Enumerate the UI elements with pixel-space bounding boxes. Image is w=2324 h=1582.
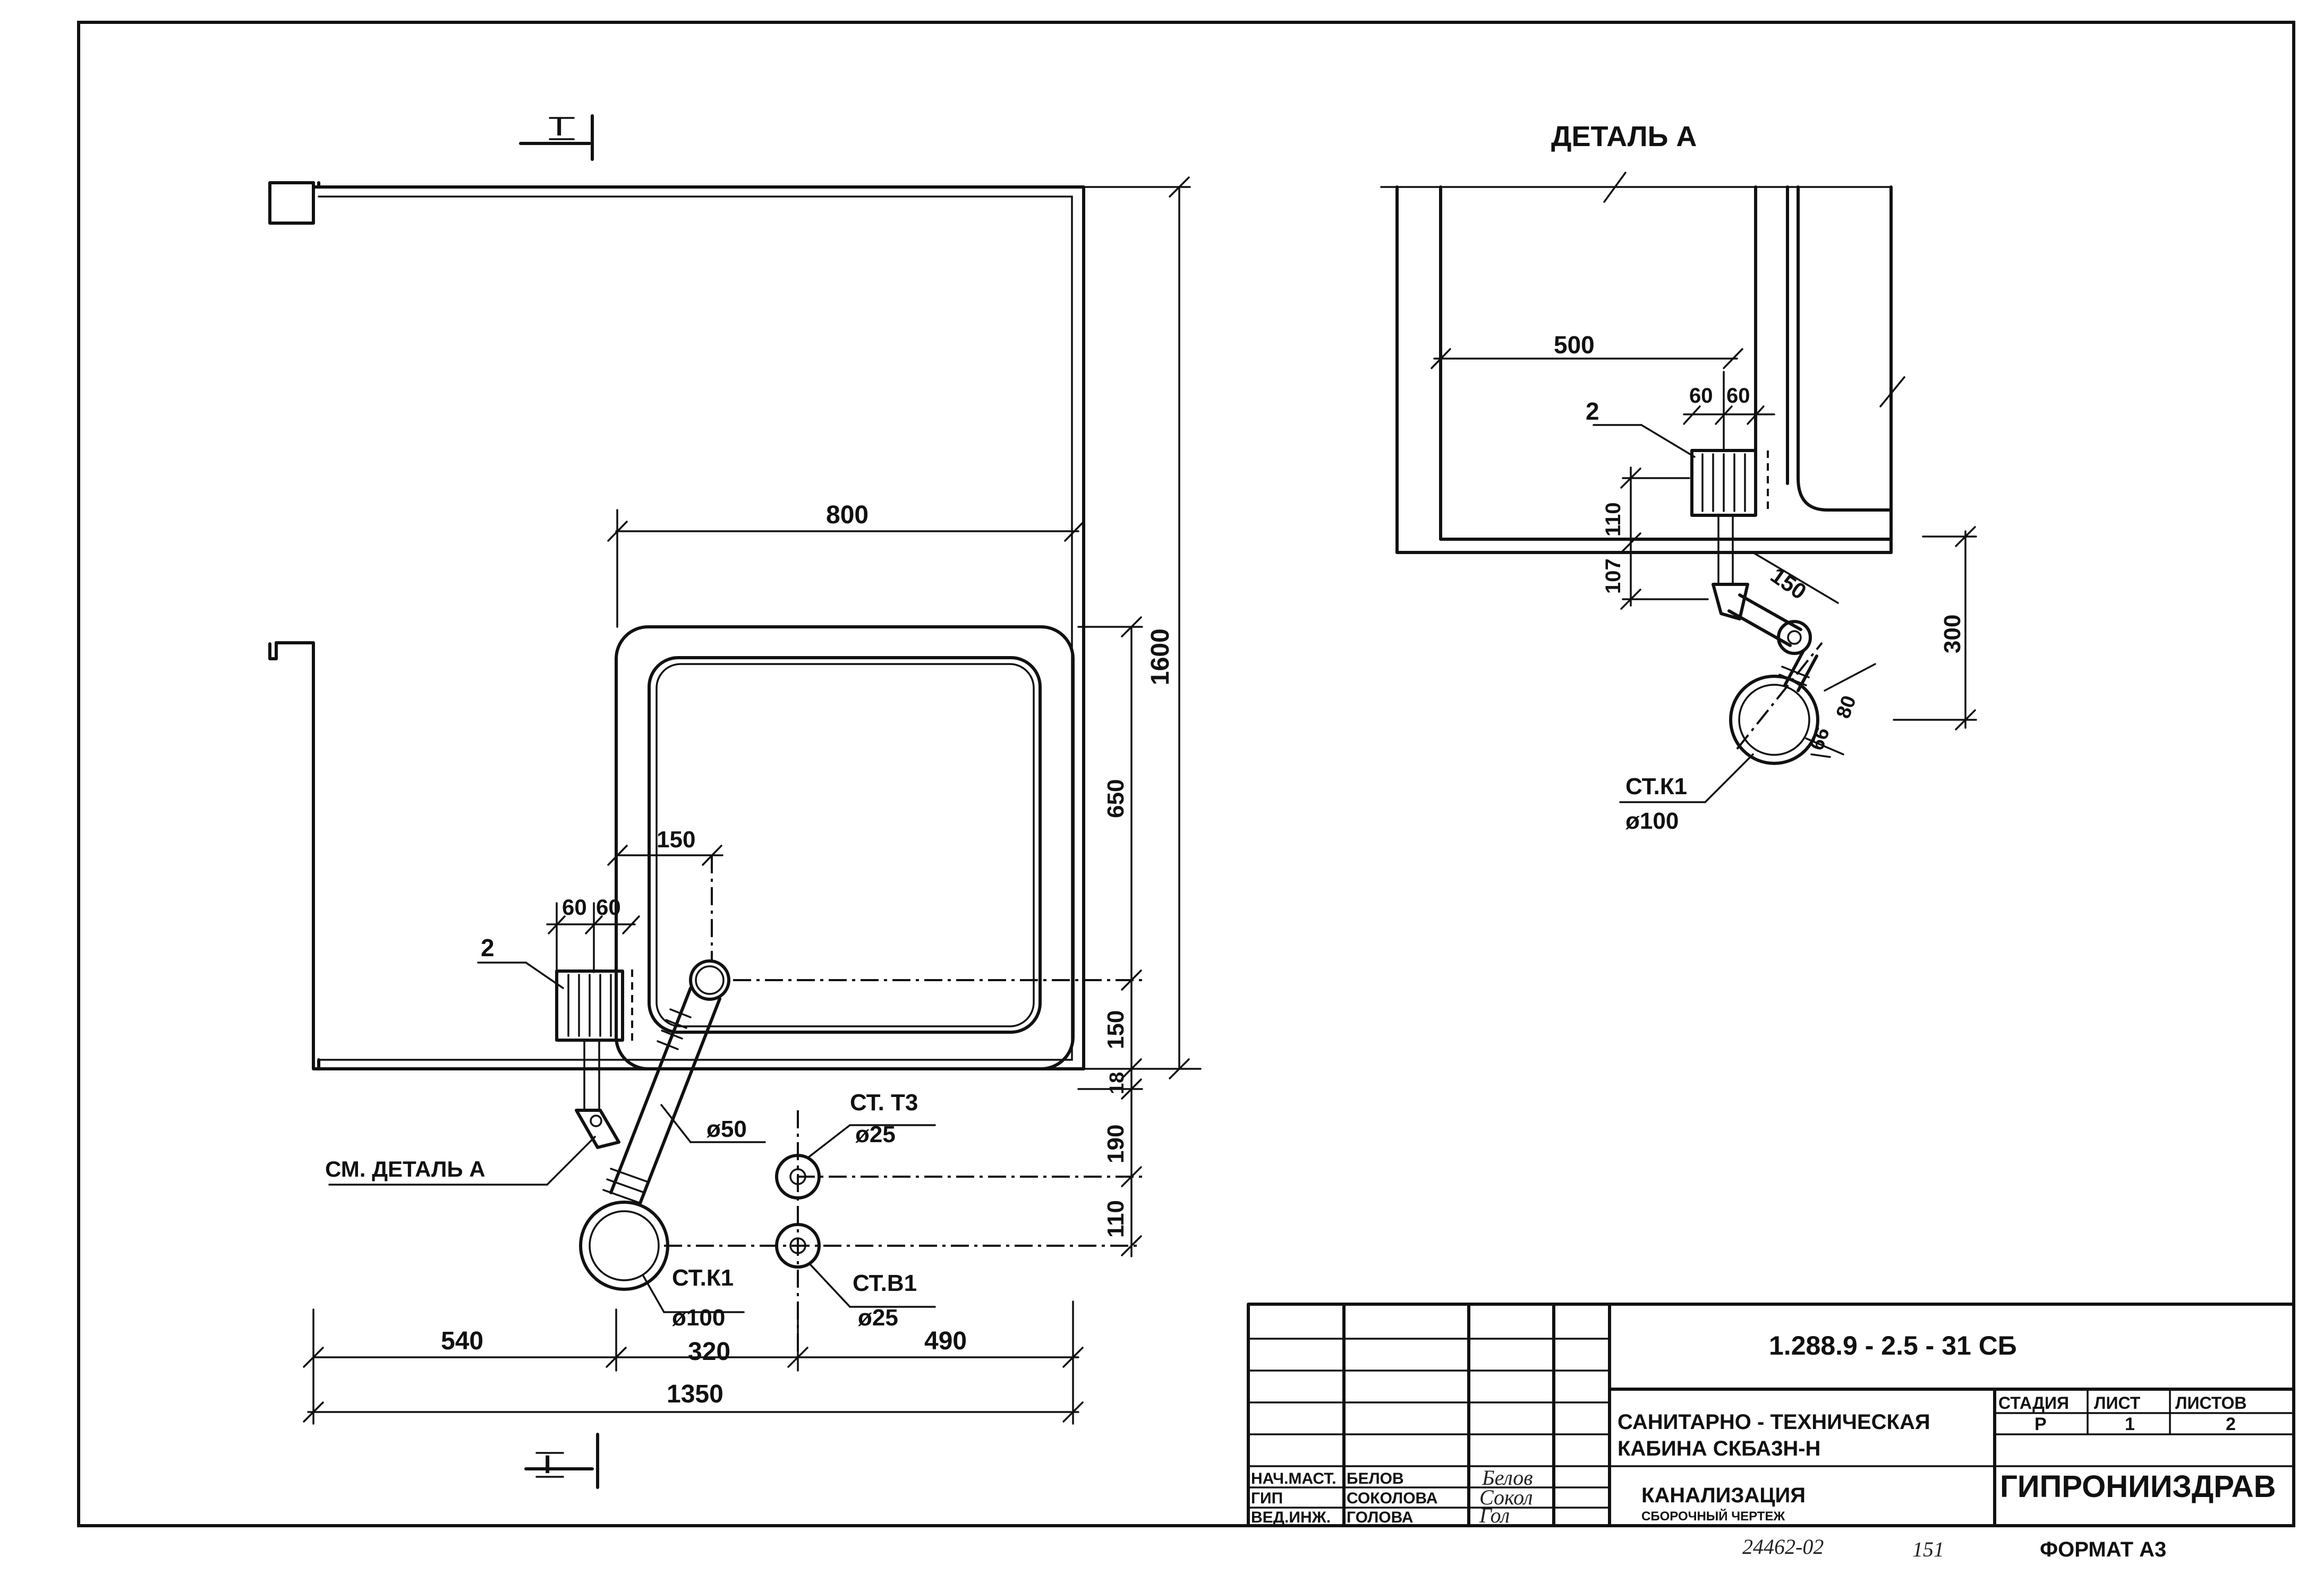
format-label: ФОРМАТ А3: [2040, 1538, 2166, 1561]
detail-dim-80: 80: [1832, 693, 1861, 721]
name-1: БЕЛОВ: [1347, 1470, 1404, 1487]
detail-dim-107: 107: [1602, 558, 1625, 594]
detail-dim-500: 500: [1554, 331, 1595, 359]
sheet-header: ЛИСТ: [2094, 1393, 2141, 1413]
role-2: ГИП: [1251, 1490, 1283, 1507]
plan-item-2: 2: [481, 934, 495, 962]
stage-header: СТАДИЯ: [1998, 1393, 2069, 1413]
riser-k1-dia: ø100: [672, 1305, 725, 1331]
detail-labels: 2 СТ.К1 ø100: [1586, 397, 1754, 834]
name-2: СОКОЛОВА: [1347, 1490, 1437, 1507]
plan-view: I I: [268, 113, 1202, 1489]
subtitle-small: СБОРОЧНЫЙ ЧЕРТЕЖ: [1641, 1509, 1785, 1524]
title-line2: КАБИНА СКБА3Н-Н: [1618, 1437, 1820, 1460]
detail-dim-300: 300: [1939, 615, 1965, 653]
riser-k1-name: СТ.К1: [672, 1265, 734, 1291]
riser-t3-dia: ø25: [855, 1121, 896, 1147]
drain-pipe: [602, 959, 730, 1205]
name-3: ГОЛОВА: [1347, 1509, 1413, 1526]
plan-dimensions: 800 150 60 60 1600: [303, 176, 1202, 1425]
dim-60-b: 60: [596, 895, 621, 920]
section-mark-bottom: I: [524, 1433, 599, 1489]
section-mark-label-top: I: [556, 113, 563, 141]
detail-dimensions: 500 60 60 110 107 150 300: [1431, 331, 1977, 758]
dim-1350: 1350: [667, 1380, 723, 1408]
organization: ГИПРОНИИЗДРАВ: [2000, 1469, 2276, 1504]
page-number: 151: [1912, 1537, 1944, 1561]
dim-540: 540: [441, 1327, 483, 1355]
dim-60-a: 60: [562, 895, 587, 920]
signature-1: Белов: [1482, 1466, 1533, 1490]
section-mark-top: I: [519, 113, 594, 161]
signature-3: Гол: [1479, 1503, 1510, 1527]
riser-k1: [579, 1201, 669, 1291]
doc-code: 1.288.9 - 2.5 - 31 СБ: [1769, 1331, 2017, 1360]
stage-value: Р: [2034, 1414, 2047, 1434]
detail-dim-60-b: 60: [1726, 384, 1750, 407]
detail-dim-150: 150: [1766, 563, 1811, 605]
dim-650: 650: [1103, 779, 1129, 818]
inventory-number: 24462-02: [1742, 1535, 1824, 1559]
role-3: ВЕД.ИНЖ.: [1251, 1509, 1331, 1526]
detail-dim-110: 110: [1602, 502, 1625, 537]
section-mark-label-bottom: I: [544, 1451, 551, 1479]
detail-title: ДЕТАЛЬ А: [1551, 121, 1697, 152]
dim-18: 18: [1106, 1072, 1128, 1094]
signature-2: Сокол: [1479, 1485, 1533, 1509]
riser-b1-dia: ø25: [858, 1305, 898, 1331]
role-1: НАЧ.МАСТ.: [1251, 1470, 1336, 1487]
riser-b1-name: СТ.В1: [853, 1270, 917, 1296]
detail-k1-name: СТ.К1: [1625, 773, 1687, 799]
detail-dim-60-a: 60: [1689, 384, 1713, 407]
plan-labels: 2 СМ. ДЕТАЛЬ А ø50 СТ.К1 ø100 СТ. Т3 ø25…: [325, 934, 936, 1331]
dim-190: 190: [1103, 1125, 1129, 1163]
title-block: 1.288.9 - 2.5 - 31 СБ САНИТАРНО - ТЕХНИЧ…: [1247, 1303, 2295, 1527]
dim-110: 110: [1103, 1200, 1129, 1238]
floor-drain: [555, 969, 633, 1149]
detail-k1-dia: ø100: [1625, 808, 1679, 834]
sheet-frame: [77, 21, 2295, 1527]
dim-490: 490: [924, 1327, 967, 1355]
detail-item-2: 2: [1586, 397, 1599, 425]
dim-800: 800: [826, 501, 869, 529]
dim-320: 320: [688, 1338, 730, 1366]
sheets-value: 2: [2226, 1414, 2236, 1434]
pipe-d50: ø50: [706, 1116, 747, 1142]
riser-t3-name: СТ. Т3: [850, 1090, 918, 1116]
dim-1600: 1600: [1146, 628, 1174, 685]
sheet-value: 1: [2125, 1414, 2135, 1434]
shower-tray: [615, 625, 1075, 1070]
see-detail-a: СМ. ДЕТАЛЬ А: [325, 1156, 486, 1181]
sheets-header: ЛИСТОВ: [2175, 1393, 2247, 1413]
title-line1: САНИТАРНО - ТЕХНИЧЕСКАЯ: [1618, 1410, 1930, 1434]
detail-walls: [1380, 172, 1905, 554]
dim-150-right: 150: [1103, 1010, 1129, 1049]
detail-drain: [1690, 449, 1823, 765]
dim-150-top: 150: [657, 827, 695, 853]
detail-a: ДЕТАЛЬ А: [1380, 121, 1977, 834]
subtitle: КАНАЛИЗАЦИЯ: [1641, 1484, 1806, 1507]
